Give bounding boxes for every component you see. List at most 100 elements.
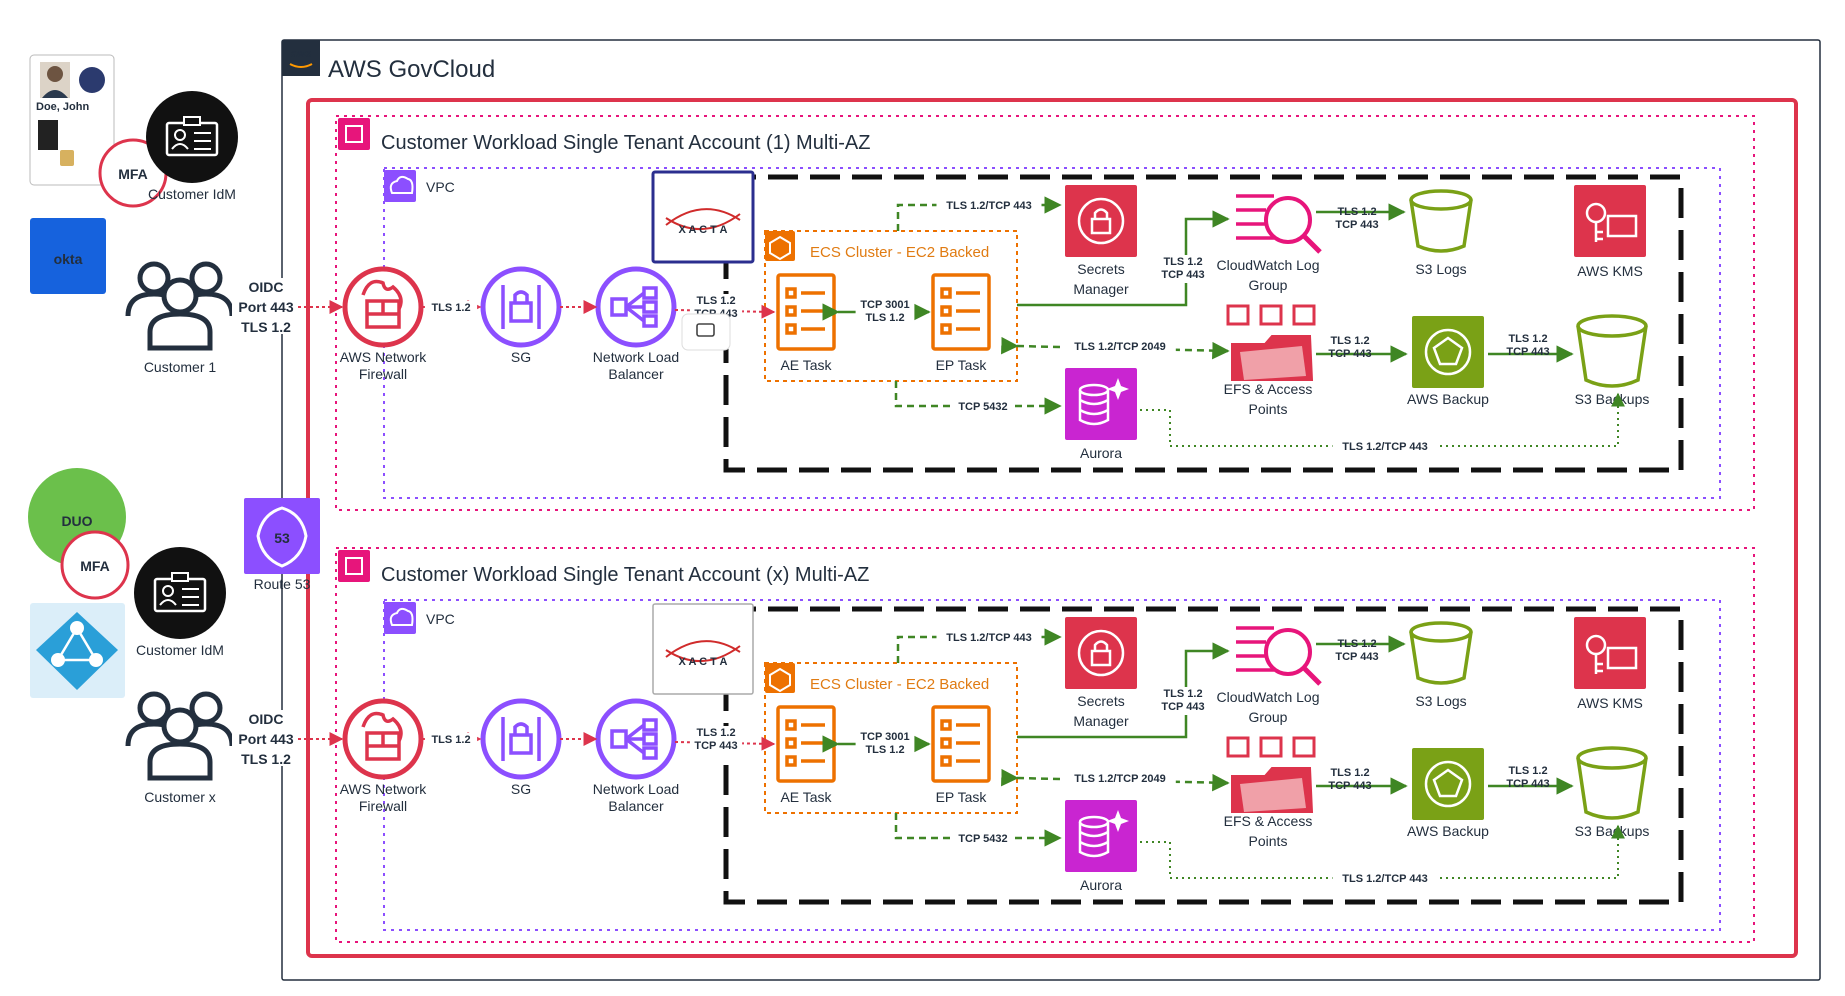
account-1-kms-key-blade [1594, 222, 1603, 242]
account-2-label-cw-s3: TCP 443 [1335, 651, 1378, 663]
account-2-nlb-icon-fan [624, 723, 646, 741]
account-1-backup-vault-icon [1432, 336, 1464, 366]
account-2-boundary-frame [723, 606, 1684, 905]
account-1-firewall-label: AWS Network [340, 349, 428, 365]
account-1-account-glyph [345, 125, 363, 143]
okta-logo [30, 218, 106, 294]
account-1-label-fw-sg: TLS 1.2 [431, 302, 470, 314]
account-1-label-ep-efs: TLS 1.2/TCP 2049 [1074, 341, 1166, 353]
comment-icon [696, 323, 715, 337]
account-1-cloudwatch-label: Group [1249, 277, 1288, 293]
account-2-s3-backups-icon [1576, 746, 1648, 770]
account-1-label-fw-sg-bg [424, 301, 478, 316]
account-2-sg-icon-shackle [513, 722, 529, 735]
account-2-firewall-label: Firewall [359, 798, 407, 814]
account-1-oidc-label: TLS 1.2 [241, 319, 291, 335]
account-2-ep-task-icon-check [940, 755, 952, 767]
account-2-secrets-manager-icon [1065, 617, 1137, 689]
account-2-label-aurora-s3: TLS 1.2/TCP 443 [1342, 873, 1427, 885]
account-1-xacta-swoosh-icon [665, 213, 741, 230]
account-2-account-glyph [345, 557, 363, 575]
account-1-nlb-icon-dst [642, 286, 658, 300]
account-1-s3-logs-label: S3 Logs [1415, 261, 1466, 277]
account-1-oidc-bg [232, 278, 298, 334]
account-2-label-to-secrets: TLS 1.2/TCP 443 [946, 632, 1031, 644]
account-1-cloudwatch-label: CloudWatch Log [1217, 257, 1320, 273]
account-2-s3-backups-label: S3 Backups [1575, 823, 1650, 839]
account-2-sg-icon-lock [509, 733, 533, 755]
account-2-vpc-icon [384, 602, 416, 634]
comment-bubble-button[interactable] [681, 313, 731, 351]
account-1-kms-card [1606, 214, 1638, 238]
account-1-label-ep-efs-bg [1064, 340, 1176, 355]
account-1-ae-task-icon-check [785, 305, 797, 317]
account-1-oidc-label: Port 443 [238, 299, 293, 315]
account-1-sg-icon-shackle [513, 290, 529, 303]
account-2-cloudwatch-icon [1264, 628, 1312, 676]
account-1-firewall-label: Firewall [359, 366, 407, 382]
account-2-s3-logs-label: S3 Logs [1415, 693, 1466, 709]
account-2-firewall-icon-flame [361, 711, 403, 742]
account-2-nlb-icon-dst [642, 718, 658, 732]
customer-idm-2-body [159, 599, 177, 606]
account-1-firewall-icon-flame [361, 279, 403, 310]
account-1-label-ae-ep: TLS 1.2 [865, 312, 904, 324]
account-1-account-icon [338, 118, 370, 150]
account-2-xacta-swoosh-icon [665, 645, 741, 662]
account-2-ep-task-label: EP Task [936, 789, 988, 805]
account-2-label-sec-cw: TCP 443 [1161, 701, 1204, 713]
account-2-label-ep-efs-bg [1064, 772, 1176, 787]
account-2-s3-logs-icon [1409, 621, 1473, 643]
account-1-nlb-icon-fan [624, 291, 646, 309]
account-1-secrets-shackle [1093, 208, 1109, 219]
account-1-efs-chip-icon [1226, 304, 1250, 326]
account-1-label-to-aurora-bg [953, 400, 1013, 415]
account-1-vpc-cloud-icon [389, 175, 414, 194]
account-2-secrets-manager-label: Secrets [1077, 693, 1124, 709]
mfa-badge-2-label: MFA [80, 558, 110, 574]
account-2-backup-icon [1412, 748, 1484, 820]
govcloud-title: AWS GovCloud [328, 56, 495, 83]
account-1-label-ae-ep: TCP 3001 [860, 299, 909, 311]
account-2-efs-chip-icon [1259, 736, 1283, 758]
badge-chip-icon [60, 150, 74, 166]
account-1-efs-chip-icon [1259, 304, 1283, 326]
account-2-account-title: Customer Workload Single Tenant Account … [381, 564, 869, 586]
account-1-kms-icon [1574, 185, 1646, 257]
customer-idm-1-label: Customer IdM [148, 186, 236, 202]
account-2-ae-task-icon-check [785, 719, 797, 731]
account-1-s3-backups-bucket [1576, 325, 1648, 388]
aws-smile-icon [289, 63, 313, 68]
account-2-s3-logs-bucket [1409, 631, 1473, 685]
account-2-nlb-icon-fan [624, 737, 646, 755]
account-1-nlb-label: Balancer [608, 366, 664, 382]
account-2-oidc-label: TLS 1.2 [241, 751, 291, 767]
account-2-secrets-lock-icon [1090, 649, 1112, 667]
account-2-kms-card [1606, 646, 1638, 670]
badge-photo-suit [42, 90, 68, 98]
route53-shield-icon [256, 506, 308, 568]
account-2-label-sec-cw: TLS 1.2 [1163, 688, 1202, 700]
customer-idm-1-body [171, 143, 189, 150]
account-2-efs-chip-icon [1226, 736, 1250, 758]
duo-logo-text: DUO [61, 513, 92, 529]
account-1-label-sec-cw: TCP 443 [1161, 269, 1204, 281]
account-2-label-ae-ep: TLS 1.2 [865, 744, 904, 756]
account-2-edge-aurora-s3 [1140, 824, 1625, 879]
account-2-oidc-bg [232, 710, 298, 766]
account-1-aurora-label: Aurora [1080, 445, 1122, 461]
customer-1-label: Customer 1 [144, 359, 217, 375]
account-2: Customer Workload Single Tenant Account … [232, 547, 1755, 943]
customer-idm-2-clip [171, 572, 189, 582]
customer-1-icon [125, 261, 235, 351]
account-1-label-sec-cw-bg [1156, 255, 1210, 283]
account-1-ae-task-label: AE Task [780, 357, 832, 373]
account-2-xacta-logo [652, 603, 754, 695]
account-1-label-nlb-ae: TLS 1.2 [696, 295, 735, 307]
account-2-aurora-spark-icon [1107, 810, 1129, 832]
account-1-aurora-spark-icon [1107, 378, 1129, 400]
account-1-label-ae-ep-bg [855, 298, 915, 326]
account-2-label-fw-sg: TLS 1.2 [431, 734, 470, 746]
account-2-label-nlb-ae: TLS 1.2 [696, 727, 735, 739]
